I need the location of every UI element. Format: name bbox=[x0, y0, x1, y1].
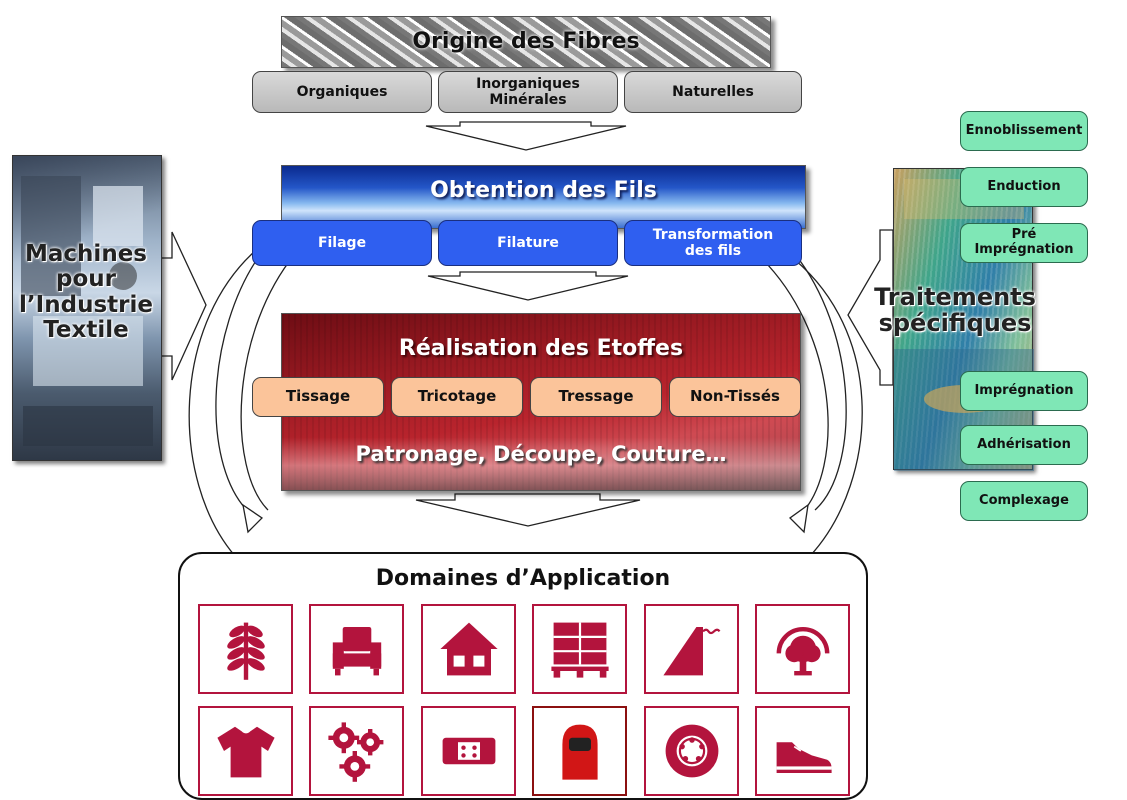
fils-item-transformation: Transformation des fils bbox=[624, 220, 802, 266]
domain-tile-industry bbox=[309, 706, 404, 796]
traitements-label: Traitements spécifiques bbox=[874, 283, 1036, 338]
hood-icon bbox=[561, 724, 598, 780]
fibres-item-inorganiques: Inorganiques Minérales bbox=[438, 71, 618, 113]
left-curve-long bbox=[188, 244, 263, 557]
domain-tile-sport bbox=[755, 706, 850, 796]
tshirt-icon bbox=[216, 726, 275, 778]
machines-arrow bbox=[159, 231, 207, 381]
gears-icon bbox=[327, 722, 383, 782]
traitements-image bbox=[893, 168, 1034, 471]
etoffes-item-non-tisses: Non-Tissés bbox=[669, 377, 801, 417]
domain-tile-environment bbox=[755, 604, 850, 694]
left-curve-outer bbox=[215, 251, 263, 516]
traitement-impregnation: Imprégnation bbox=[960, 371, 1088, 411]
machines-label: Machines pour l’Industrie Textile bbox=[19, 241, 153, 343]
fils-banner: Obtention des Fils bbox=[281, 165, 806, 229]
traitements-arrow bbox=[847, 229, 894, 386]
fibres-banner: Origine des Fibres bbox=[281, 16, 771, 68]
down-arrow-2 bbox=[427, 271, 629, 301]
traitement-adherisation: Adhérisation bbox=[960, 425, 1088, 465]
fibres-item-naturelles: Naturelles bbox=[624, 71, 802, 113]
fils-item-filature: Filature bbox=[438, 220, 618, 266]
tire-icon bbox=[665, 724, 718, 778]
right-curve-long bbox=[774, 244, 863, 557]
down-arrow-3 bbox=[415, 493, 641, 527]
domain-tile-furniture bbox=[309, 604, 404, 694]
tree-icon bbox=[776, 627, 829, 676]
dam-icon bbox=[662, 627, 721, 676]
fils-title: Obtention des Fils bbox=[430, 178, 657, 203]
bandage-icon bbox=[442, 737, 495, 765]
shoe-icon bbox=[776, 742, 832, 773]
domaines-panel: Domaines d’Application bbox=[178, 552, 868, 800]
down-arrow-1 bbox=[425, 121, 627, 151]
etoffes-title: Réalisation des Etoffes bbox=[398, 336, 684, 361]
right-curve-inner bbox=[789, 247, 847, 511]
right-curve-outer bbox=[754, 251, 829, 516]
pallet-icon bbox=[550, 622, 609, 678]
domain-tile-transport bbox=[644, 706, 739, 796]
left-curve-inner bbox=[240, 247, 301, 511]
house-icon bbox=[439, 622, 498, 676]
domain-tile-clothing bbox=[198, 706, 293, 796]
domain-tile-civil-engineering bbox=[644, 604, 739, 694]
fibres-item-organiques: Organiques bbox=[252, 71, 432, 113]
armchair-icon bbox=[332, 627, 381, 676]
traitement-complexage: Complexage bbox=[960, 481, 1088, 521]
fibres-title: Origine des Fibres bbox=[412, 29, 640, 54]
domain-tile-agriculture bbox=[198, 604, 293, 694]
etoffes-item-tressage: Tressage bbox=[530, 377, 662, 417]
etoffes-item-tricotage: Tricotage bbox=[391, 377, 523, 417]
traitement-enduction: Enduction bbox=[960, 167, 1088, 207]
domain-tile-medical bbox=[421, 706, 516, 796]
machines-image bbox=[12, 155, 162, 461]
domain-tile-building bbox=[421, 604, 516, 694]
domain-tile-packaging bbox=[532, 604, 627, 694]
fils-item-filage: Filage bbox=[252, 220, 432, 266]
machine-photo-icon bbox=[21, 176, 153, 446]
domaines-title: Domaines d’Application bbox=[375, 566, 671, 591]
traitement-pre-impregnation: Pré Imprégnation bbox=[960, 223, 1088, 263]
domain-tile-protection bbox=[532, 706, 627, 796]
etoffes-subtitle: Patronage, Découpe, Couture… bbox=[355, 442, 727, 466]
traitement-ennoblissement: Ennoblissement bbox=[960, 111, 1088, 151]
etoffes-item-tissage: Tissage bbox=[252, 377, 384, 417]
wheat-icon bbox=[226, 622, 265, 680]
